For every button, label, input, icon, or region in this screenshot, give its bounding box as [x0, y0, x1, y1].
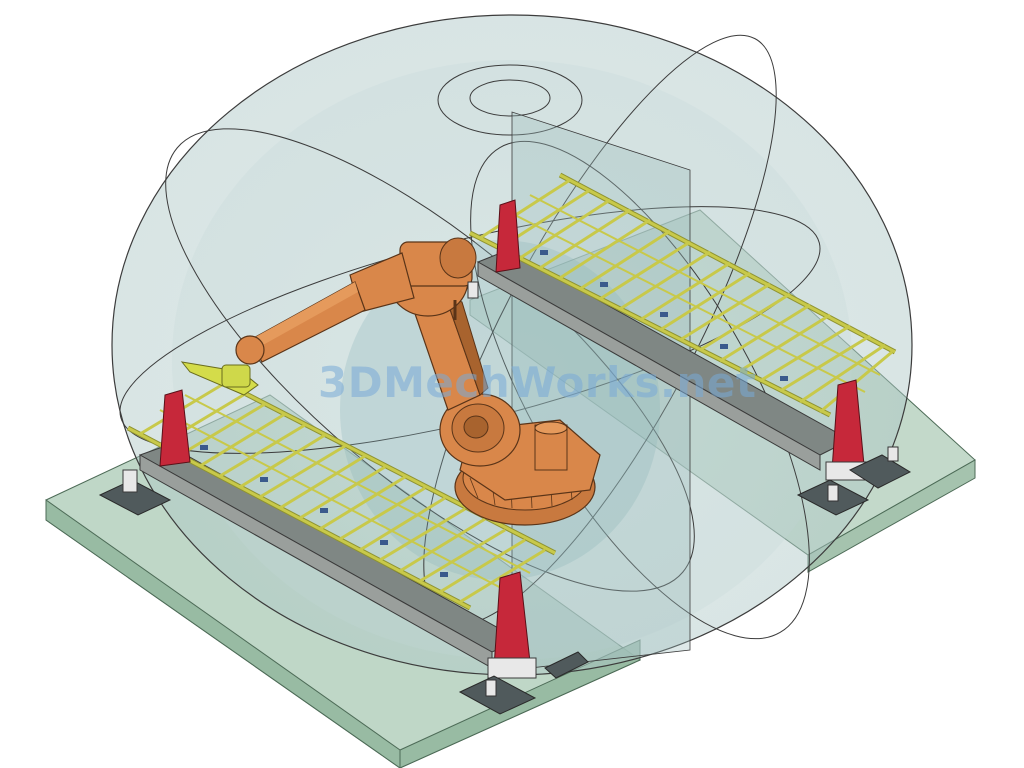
anchor-bolts	[467, 281, 899, 697]
industrial-robot	[180, 237, 601, 526]
left-fixture	[98, 375, 589, 715]
right-fixture	[468, 172, 912, 516]
work-envelope-sphere	[111, 14, 913, 676]
